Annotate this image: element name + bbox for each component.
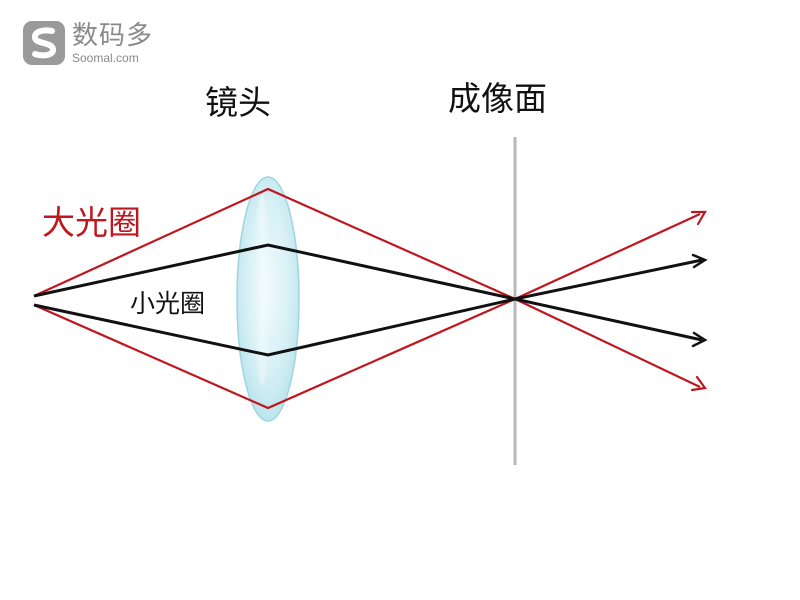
soomal-s-logo-icon xyxy=(23,21,65,65)
watermark-brand-en: Soomal.com xyxy=(72,50,139,65)
small-aperture-rays xyxy=(33,243,703,357)
arrowhead-icon xyxy=(691,331,708,348)
large-aperture-arrowheads xyxy=(690,210,707,392)
small-aperture-ray-lower xyxy=(33,297,703,357)
large-aperture-ray-lower xyxy=(33,297,701,410)
lens-shape xyxy=(236,176,300,422)
small-aperture-arrowheads xyxy=(691,253,708,348)
large-aperture-ray-upper xyxy=(33,187,701,301)
arrowhead-icon xyxy=(690,375,707,392)
image-plane-title: 成像面 xyxy=(448,79,547,118)
small-aperture-label: 小光圈 xyxy=(130,289,206,318)
small-aperture-ray-upper xyxy=(33,243,703,301)
large-aperture-label: 大光圈 xyxy=(42,203,141,242)
arrowhead-icon xyxy=(690,210,707,226)
soomal-watermark: 数码多 Soomal.com xyxy=(22,20,153,66)
large-aperture-rays xyxy=(33,187,701,410)
watermark-brand-cn: 数码多 xyxy=(72,20,154,51)
arrowhead-icon xyxy=(691,253,708,269)
lens-title: 镜头 xyxy=(205,83,271,122)
